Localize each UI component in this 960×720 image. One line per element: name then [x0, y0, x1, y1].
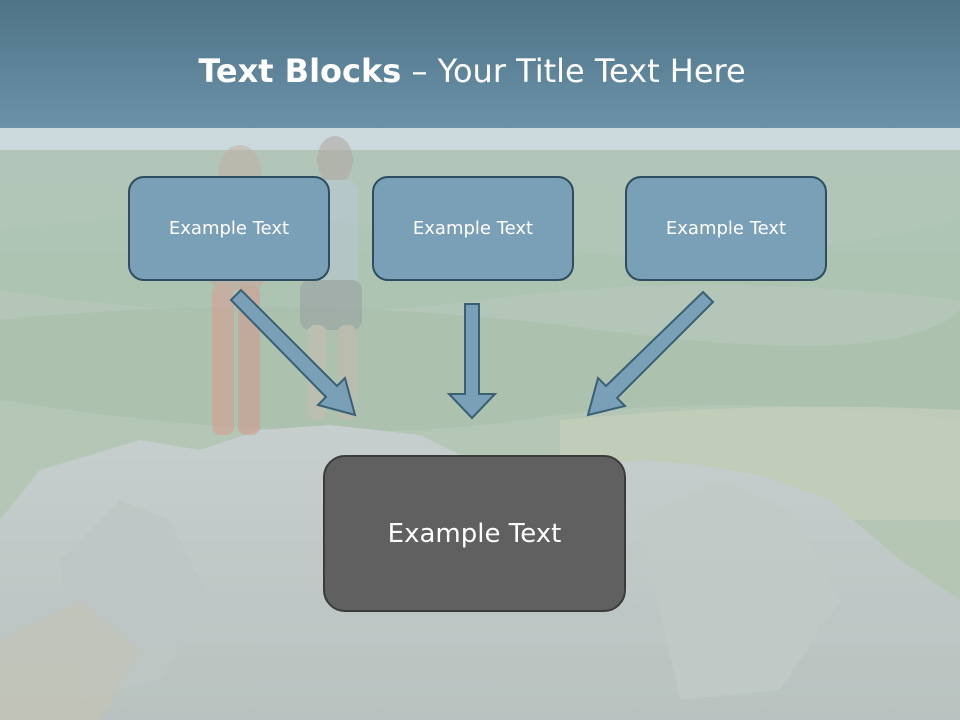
title-bar: Text Blocks – Your Title Text Here [0, 0, 960, 128]
title-separator: – [401, 52, 438, 90]
text-block-center-label: Example Text [387, 518, 562, 549]
text-block-right-label: Example Text [665, 218, 787, 239]
text-block-middle-label: Example Text [412, 218, 534, 239]
arrow-down-left-icon [586, 290, 715, 417]
text-block-center: Example Text [323, 455, 626, 612]
text-block-middle: Example Text [372, 176, 574, 281]
title-subtitle-text: Your Title Text Here [437, 52, 746, 90]
title-bold-text: Text Blocks [198, 52, 402, 90]
slide-title: Text Blocks – Your Title Text Here [0, 52, 944, 90]
arrow-down-right-icon [229, 288, 357, 417]
text-block-right: Example Text [625, 176, 827, 281]
text-block-left: Example Text [128, 176, 330, 281]
text-block-left-label: Example Text [168, 218, 290, 239]
arrow-down-icon [446, 303, 498, 420]
